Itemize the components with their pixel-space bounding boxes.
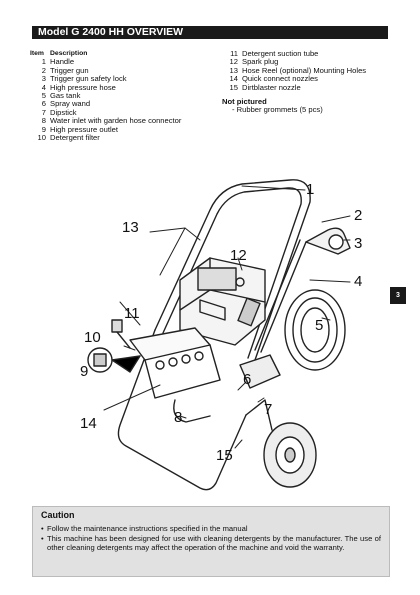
item-number: 15 — [229, 82, 238, 92]
outlet-magnified — [87, 347, 141, 373]
item-description: Trigger gun — [50, 65, 89, 75]
item-description: Gas tank — [50, 91, 81, 101]
item-description: Quick connect nozzles — [242, 74, 318, 84]
callout-3: 3 — [354, 235, 362, 252]
item-number: 8 — [41, 116, 46, 126]
list-item: 10 Detergent filter — [30, 133, 225, 143]
item-description: Dirtblaster nozzle — [242, 82, 301, 92]
pressure-washer-diagram: 1 2 3 4 5 6 7 8 9 10 11 12 13 14 15 — [80, 179, 362, 491]
item-number: 2 — [41, 65, 46, 75]
list-item: 3 Trigger gun safety lock — [30, 74, 225, 84]
callout-4: 4 — [354, 273, 362, 290]
parts-list-right: 11 Detergent suction tube 12 Spark plug 13… — [222, 49, 392, 115]
item-number: 10 — [37, 133, 46, 143]
caution-item: • Follow the maintenance instructions sp… — [41, 524, 381, 533]
not-pictured-item: - Rubber grommets (5 pcs) — [232, 105, 323, 115]
list-item: 15 Dirtblaster nozzle — [222, 82, 392, 92]
list-item: 9 High pressure outlet — [30, 124, 225, 134]
list-item: 13 Hose Reel (optional) Mounting Holes — [222, 65, 392, 75]
item-number: 3 — [41, 74, 46, 84]
list-item: 2 Trigger gun — [30, 65, 225, 75]
parts-list-header: Item Description — [30, 50, 225, 58]
item-description: Trigger gun safety lock — [50, 74, 127, 84]
pump — [173, 354, 281, 423]
control-panel — [129, 327, 221, 399]
callout-1: 1 — [306, 181, 314, 198]
item-description: Detergent filter — [50, 133, 100, 143]
item-column-header: Item — [30, 50, 44, 57]
list-item: 7 Dipstick — [30, 107, 225, 117]
item-description: Spray wand — [50, 99, 91, 109]
callout-7: 7 — [264, 401, 272, 418]
caution-title: Caution — [41, 510, 75, 520]
item-number: 4 — [41, 82, 46, 92]
callout-labels: 1 2 3 4 5 6 7 8 9 10 11 12 13 14 15 — [80, 181, 362, 464]
item-description: Water inlet with garden hose connector — [50, 116, 182, 126]
item-description: Detergent suction tube — [242, 49, 319, 58]
item-description: Hose Reel (optional) Mounting Holes — [242, 65, 367, 75]
caution-text: Follow the maintenance instructions spec… — [47, 524, 248, 533]
hose-reel — [284, 289, 346, 371]
item-description: High pressure outlet — [50, 124, 118, 134]
callout-9: 9 — [80, 363, 88, 380]
item-description: Spark plug — [242, 57, 279, 67]
item-description: Handle — [50, 57, 75, 67]
wheels — [245, 399, 317, 488]
item-number: 11 — [230, 49, 238, 58]
list-item: 14 Quick connect nozzles — [222, 74, 392, 84]
item-description: High pressure hose — [50, 82, 116, 92]
callout-15: 15 — [216, 447, 233, 464]
handle-frame — [117, 179, 311, 491]
callout-10: 10 — [84, 329, 101, 346]
list-item: 6 Spray wand — [30, 99, 225, 109]
item-description: Dipstick — [50, 107, 77, 117]
item-number: 13 — [229, 65, 238, 75]
callout-5: 5 — [315, 317, 323, 334]
list-item: 11 Detergent suction tube — [222, 49, 392, 58]
callout-11: 11 — [124, 305, 140, 322]
callout-13: 13 — [122, 219, 139, 236]
item-number: 5 — [41, 91, 46, 101]
callout-14: 14 — [80, 415, 97, 432]
bullet: • — [41, 524, 44, 533]
section-tab: 3 — [390, 287, 406, 304]
leader-lines — [103, 185, 351, 449]
list-item: 8 Water inlet with garden hose connector — [30, 116, 225, 126]
detergent-filter — [111, 319, 131, 349]
not-pictured-heading: Not pictured — [222, 97, 267, 107]
list-item: 12 Spark plug — [222, 57, 392, 67]
bullet: • — [41, 534, 44, 543]
caution-text: This machine has been designed for use w… — [47, 534, 381, 552]
callout-8: 8 — [174, 409, 182, 426]
item-number: 9 — [41, 124, 46, 134]
callout-2: 2 — [354, 207, 362, 224]
description-column-header: Description — [50, 50, 88, 57]
item-number: 6 — [41, 99, 46, 109]
caution-box: Caution • Follow the maintenance instruc… — [32, 506, 390, 577]
list-item: 1 Handle — [30, 57, 225, 67]
list-item: 5 Gas tank — [30, 91, 225, 101]
item-number: 14 — [229, 74, 238, 84]
callout-6: 6 — [243, 371, 251, 388]
spray-wand — [237, 227, 351, 353]
callout-12: 12 — [230, 247, 247, 264]
item-number: 1 — [41, 57, 46, 67]
page-title: Model G 2400 HH OVERVIEW — [32, 26, 388, 39]
list-item: 4 High pressure hose — [30, 82, 225, 92]
caution-item: • This machine has been designed for use… — [41, 534, 381, 552]
item-number: 7 — [41, 107, 46, 117]
item-number: 12 — [229, 57, 238, 67]
